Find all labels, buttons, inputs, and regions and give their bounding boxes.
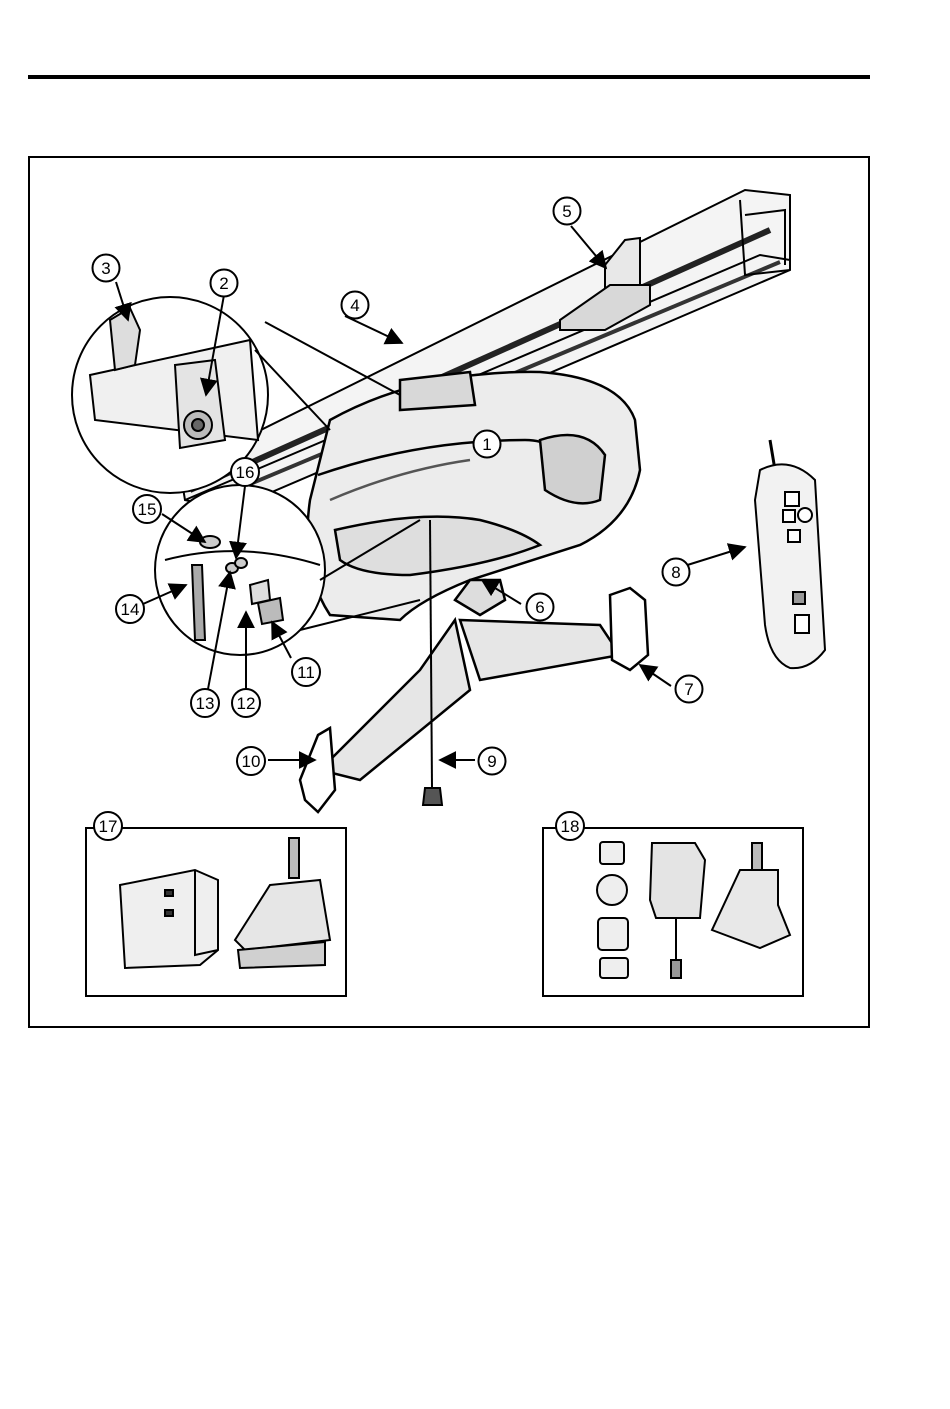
hand-control-illustration: [755, 440, 825, 668]
callout-2: 2: [211, 270, 238, 297]
callout-9: 9: [479, 748, 506, 775]
callout-label-3: 3: [101, 259, 110, 278]
callout-5: 5: [554, 198, 581, 225]
callout-10: 10: [237, 747, 265, 775]
callout-label-5: 5: [562, 202, 571, 221]
charger-unit-illustration: [650, 843, 705, 978]
callout-15: 15: [133, 495, 161, 523]
callout-7: 7: [676, 676, 703, 703]
callout-label-6: 6: [535, 598, 544, 617]
callout-6: 6: [527, 594, 554, 621]
callout-13: 13: [191, 689, 219, 717]
callout-8: 8: [663, 559, 690, 586]
callout-label-13: 13: [196, 694, 215, 713]
callout-16: 16: [231, 458, 259, 486]
callout-4: 4: [342, 292, 369, 319]
callout-label-8: 8: [671, 563, 680, 582]
callout-11: 11: [292, 658, 320, 686]
callout-label-16: 16: [236, 463, 255, 482]
callout-label-11: 11: [297, 663, 315, 682]
callout-1: 1: [474, 431, 501, 458]
callout-label-10: 10: [242, 752, 261, 771]
plug-adapters-illustration: [597, 842, 628, 978]
charging-bracket-illustration: [235, 838, 330, 968]
callout-label-17: 17: [99, 817, 118, 836]
callout-label-9: 9: [487, 752, 496, 771]
callout-label-4: 4: [350, 296, 359, 315]
callout-17: 17: [94, 812, 122, 840]
wall-charger-illustration: [120, 870, 218, 968]
callout-18: 18: [556, 812, 584, 840]
callout-14: 14: [116, 595, 144, 623]
callout-12: 12: [232, 689, 260, 717]
callout-label-14: 14: [121, 600, 140, 619]
callout-3: 3: [93, 255, 120, 282]
callout-label-18: 18: [561, 817, 580, 836]
callout-label-1: 1: [482, 435, 491, 454]
callout-label-12: 12: [237, 694, 256, 713]
callout-label-15: 15: [138, 500, 157, 519]
charging-cradle-illustration: [712, 843, 790, 948]
callout-label-7: 7: [684, 680, 693, 699]
callout-label-2: 2: [219, 274, 228, 293]
